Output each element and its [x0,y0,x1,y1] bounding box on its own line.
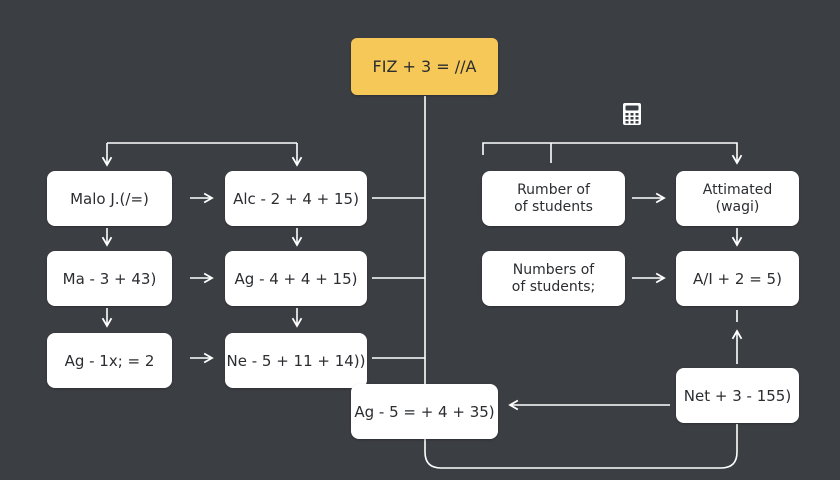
left-col1-node-2: Ma - 3 + 43) [47,251,172,306]
node-text: Net + 3 - 155) [683,386,792,405]
bottom-loop [424,424,738,469]
title-node: FIZ + 3 = //A [351,38,498,95]
node-text: Ag - 1x; = 2 [64,351,155,370]
left-col1-node-3: Ag - 1x; = 2 [47,333,172,388]
node-text: Alc - 2 + 4 + 15) [233,189,359,208]
node-text: Ag - 4 + 4 + 15) [234,269,358,288]
left-col2-node-2: Ag - 4 + 4 + 15) [225,251,367,306]
left-col2-node-1: Alc - 2 + 4 + 15) [225,171,367,226]
left-col2-node-3: Ne - 5 + 11 + 14)) [225,333,367,388]
right-col1-node-1: Rumber of of students [482,171,625,226]
node-text: Ag - 5 = + 4 + 35) [354,402,495,421]
node-text: Malo J.(/=) [70,189,149,208]
node-text: Ne - 5 + 11 + 14)) [226,351,366,370]
right-col1-node-2: Numbers of of students; [482,251,625,306]
bottom-center-node: Ag - 5 = + 4 + 35) [351,384,498,439]
node-text: Ma - 3 + 43) [62,269,157,288]
node-text: Rumber of of students [514,181,593,215]
right-col2-node-1: Attimated (wagi) [676,171,799,226]
right-bracket [482,142,743,165]
bottom-right-node: Net + 3 - 155) [676,368,799,423]
node-text: Attimated (wagi) [702,181,773,215]
node-text: Numbers of of students; [511,261,596,295]
node-text: A/I + 2 = 5) [693,269,782,288]
right-col2-node-2: A/I + 2 = 5) [676,251,799,306]
calculator-icon [621,102,643,126]
left-col1-node-1: Malo J.(/=) [47,171,172,226]
left-bracket [107,142,297,165]
title-text: FIZ + 3 = //A [372,56,477,76]
